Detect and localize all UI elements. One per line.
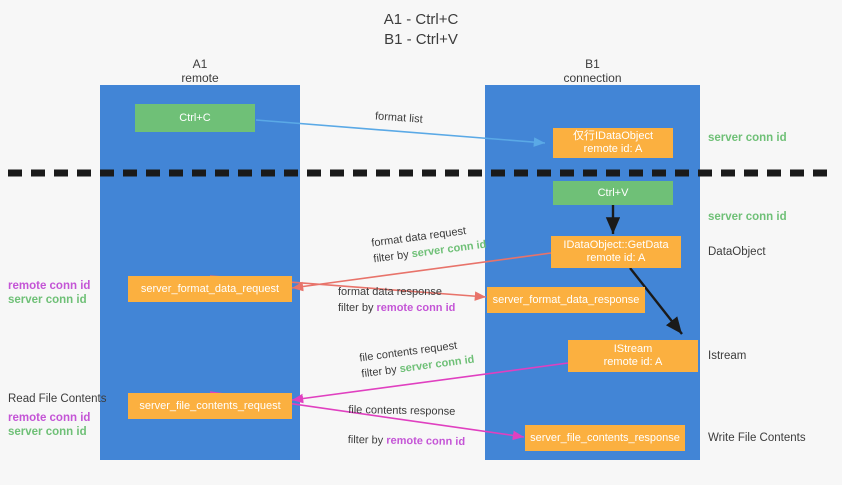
box-ctrl-v-label: Ctrl+V — [597, 186, 629, 199]
left-label-server-conn-id-1: server conn id — [8, 294, 87, 306]
box-server-format-data-request-label: server_format_data_request — [140, 282, 280, 295]
edge-label-format-data-response-line1: format data response — [338, 286, 442, 298]
edge-label-file-contents-request: file contents request filter by server c… — [358, 336, 475, 383]
edge-label-file-contents-response-line2: filter by remote conn id — [348, 432, 466, 450]
box-idataobject-getdata[interactable]: IDataObject::GetData remote id: A — [551, 236, 681, 268]
fcresp-prefix: filter by — [347, 433, 387, 447]
right-label-istream: Istream — [708, 350, 747, 362]
fdresp-highlight: remote conn id — [376, 302, 456, 314]
left-label-server-conn-id-2: server conn id — [8, 426, 87, 438]
box-server-file-contents-response-label: server_file_contents_response — [530, 431, 680, 444]
page-title: A1 - Ctrl+C B1 - Ctrl+V — [0, 10, 842, 50]
right-label-server-conn-id-second: server conn id — [708, 211, 787, 223]
edge-label-format-data-response-line2: filter by remote conn id — [338, 300, 455, 316]
edge-label-format-data-request: format data request filter by server con… — [370, 221, 487, 268]
box-idataobject[interactable]: 仅行IDataObject remote id: A — [553, 128, 673, 158]
box-istream-label: IStream — [613, 343, 653, 355]
left-label-remote-conn-id-2: remote conn id — [8, 412, 91, 424]
lane-b1-name: B1 — [585, 57, 600, 71]
box-idataobject-remote-id: remote id: A — [583, 143, 643, 155]
lane-b1-sub: connection — [563, 71, 622, 85]
edge-label-file-contents-response-line1: file contents response — [348, 403, 456, 418]
lane-a1-sub: remote — [181, 71, 219, 85]
box-ctrl-c[interactable]: Ctrl+C — [135, 104, 255, 132]
fdresp-prefix: filter by — [338, 302, 377, 314]
edge-label-format-list: format list — [375, 108, 424, 127]
fcreq-prefix: filter by — [360, 363, 401, 381]
fdreq-prefix: filter by — [372, 248, 413, 266]
box-server-format-data-response-label: server_format_data_response — [492, 293, 640, 306]
title-line-2: B1 - Ctrl+V — [384, 31, 458, 48]
right-label-server-conn-id-top: server conn id — [708, 132, 787, 144]
edge-label-format-list-text: format list — [374, 110, 424, 126]
box-istream[interactable]: IStream remote id: A — [568, 340, 698, 372]
box-server-format-data-response[interactable]: server_format_data_response — [487, 287, 645, 313]
lane-header-b1: B1 connection — [485, 57, 700, 85]
box-server-file-contents-request-label: server_file_contents_request — [139, 399, 281, 412]
edge-label-file-contents-response: file contents response filter by remote … — [348, 402, 466, 450]
box-server-format-data-request[interactable]: server_format_data_request — [128, 276, 292, 302]
fcresp-highlight: remote conn id — [386, 434, 466, 449]
box-getdata-remote-id: remote id: A — [586, 252, 646, 264]
left-label-read-file-contents: Read File Contents — [8, 393, 107, 405]
lane-a1-name: A1 — [192, 57, 208, 71]
box-idataobject-label: 仅行IDataObject — [572, 130, 654, 142]
title-line-1: A1 - Ctrl+C — [383, 11, 459, 28]
box-server-file-contents-request[interactable]: server_file_contents_request — [128, 393, 292, 419]
box-server-file-contents-response[interactable]: server_file_contents_response — [525, 425, 685, 451]
box-istream-remote-id: remote id: A — [603, 356, 663, 368]
right-label-write-file-contents: Write File Contents — [708, 432, 806, 444]
edge-label-format-data-response: format data response filter by remote co… — [338, 284, 455, 316]
box-ctrl-v[interactable]: Ctrl+V — [553, 181, 673, 205]
box-ctrl-c-label: Ctrl+C — [179, 111, 211, 124]
left-label-remote-conn-id-1: remote conn id — [8, 280, 91, 292]
box-getdata-label: IDataObject::GetData — [563, 239, 669, 251]
right-label-dataobject: DataObject — [708, 246, 766, 258]
lane-header-a1: A1 remote — [100, 57, 300, 85]
